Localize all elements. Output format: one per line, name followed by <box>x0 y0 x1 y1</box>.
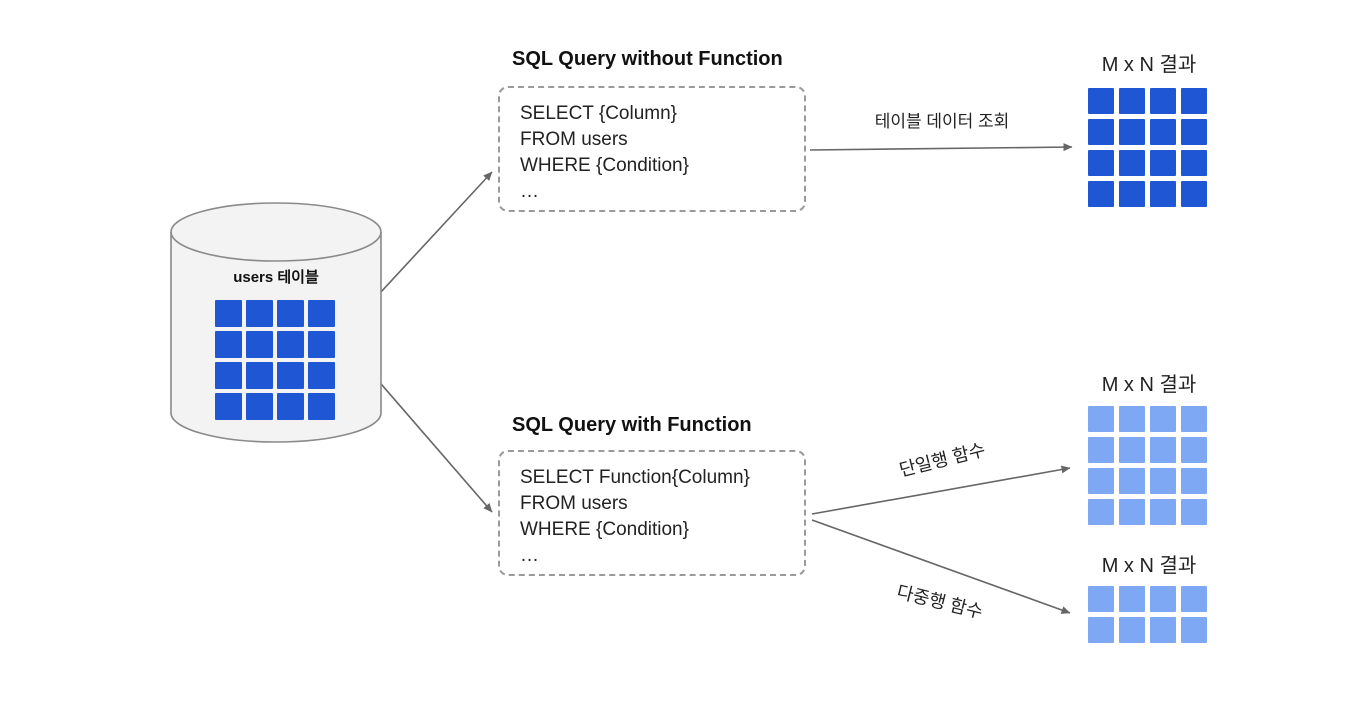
arrow-query-with-to-single-row-result <box>811 465 1071 515</box>
table-cell <box>1088 617 1114 643</box>
table-cell <box>246 393 273 420</box>
query-with-box: SELECT Function{Column} FROM users WHERE… <box>498 450 806 576</box>
table-cell <box>1181 181 1207 207</box>
query-line: … <box>520 181 539 202</box>
table-cell <box>1150 437 1176 463</box>
table-cell <box>277 362 304 389</box>
table-cell <box>1119 617 1145 643</box>
arrow-query-without-to-result <box>809 143 1073 152</box>
arrow-label-multi-row: 다중행 함수 <box>894 581 985 623</box>
table-cell <box>1088 437 1114 463</box>
table-cell <box>1181 468 1207 494</box>
table-cell <box>1150 468 1176 494</box>
table-cell <box>1181 586 1207 612</box>
table-cell <box>215 362 242 389</box>
table-cell <box>1119 406 1145 432</box>
query-line: SELECT {Column} <box>520 103 678 124</box>
table-cell <box>1088 406 1114 432</box>
table-cell <box>1181 88 1207 114</box>
table-cell <box>277 393 304 420</box>
table-cell <box>1088 468 1114 494</box>
arrow-label-single-row: 단일행 함수 <box>897 439 988 481</box>
table-cell <box>1088 499 1114 525</box>
table-cell <box>1119 586 1145 612</box>
query-line: FROM users <box>520 493 628 514</box>
table-cell <box>1119 468 1145 494</box>
result-top-title: M x N 결과 <box>1101 54 1197 76</box>
table-cell <box>308 362 335 389</box>
query-line: FROM users <box>520 129 628 150</box>
table-cell <box>1150 88 1176 114</box>
table-cell <box>246 331 273 358</box>
table-cell <box>1088 150 1114 176</box>
query-line: … <box>520 545 539 566</box>
table-cell <box>277 300 304 327</box>
result-bottom-grid <box>1088 586 1207 643</box>
table-cell <box>1150 499 1176 525</box>
table-cell <box>1150 586 1176 612</box>
table-cell <box>1150 617 1176 643</box>
query-line: WHERE {Condition} <box>520 155 689 176</box>
table-cell <box>1088 88 1114 114</box>
result-middle-grid <box>1088 406 1207 525</box>
table-cell <box>308 331 335 358</box>
table-cell <box>1119 88 1145 114</box>
table-cell <box>1088 586 1114 612</box>
table-cell <box>1119 150 1145 176</box>
table-cell <box>1088 181 1114 207</box>
table-cell <box>308 393 335 420</box>
database-cylinder <box>170 202 382 443</box>
table-cell <box>1150 406 1176 432</box>
query-line: WHERE {Condition} <box>520 519 689 540</box>
query-with-title: SQL Query with Function <box>512 414 752 436</box>
query-without-title: SQL Query without Function <box>512 48 783 70</box>
result-top-grid <box>1088 88 1207 207</box>
table-cell <box>1150 150 1176 176</box>
result-middle-title: M x N 결과 <box>1101 374 1197 396</box>
table-cell <box>1088 119 1114 145</box>
table-cell <box>1181 499 1207 525</box>
table-cell <box>1119 181 1145 207</box>
table-cell <box>1181 150 1207 176</box>
database-label: users 테이블 <box>233 269 319 286</box>
table-cell <box>1181 437 1207 463</box>
table-cell <box>1150 181 1176 207</box>
query-without-box: SELECT {Column} FROM users WHERE {Condit… <box>498 86 806 212</box>
table-cell <box>215 300 242 327</box>
table-cell <box>215 393 242 420</box>
arrow-label-table-query: 테이블 데이터 조회 <box>874 112 1010 131</box>
table-cell <box>1119 119 1145 145</box>
table-cell <box>308 300 335 327</box>
table-cell <box>215 331 242 358</box>
table-cell <box>1150 119 1176 145</box>
query-line: SELECT Function{Column} <box>520 467 750 488</box>
table-cell <box>246 362 273 389</box>
table-cell <box>1119 437 1145 463</box>
table-cell <box>246 300 273 327</box>
table-cell <box>1181 617 1207 643</box>
result-bottom-title: M x N 결과 <box>1101 555 1197 577</box>
table-cell <box>277 331 304 358</box>
table-cell <box>1119 499 1145 525</box>
table-cell <box>1181 406 1207 432</box>
table-cell <box>1181 119 1207 145</box>
database-table-grid <box>215 300 335 420</box>
